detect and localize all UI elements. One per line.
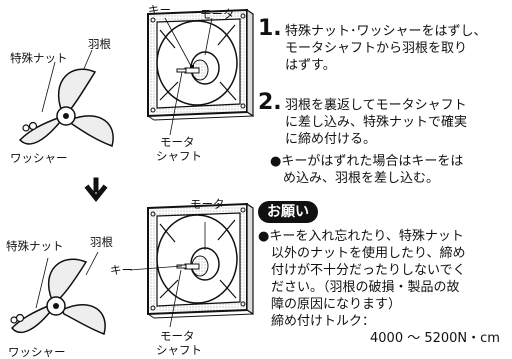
label-key-top: キー — [148, 3, 171, 17]
nut-washer-bottom — [10, 313, 25, 324]
request-line-6: 締め付けトルク： — [258, 314, 376, 329]
step-2-note-line-2: め込み、羽根を差し込む。 — [270, 171, 440, 186]
step-2-text: 羽根を裏返してモータシャフト に差し込み、特殊ナットで確実 に締め付ける。 — [285, 97, 512, 148]
label-motor-shaft-top-1: モータ — [160, 135, 195, 149]
request-line-5: 障の原因になります） — [258, 297, 402, 312]
label-motor-shaft-top-2: シャフト — [156, 149, 202, 163]
label-blade-top: 羽根 — [88, 37, 111, 51]
step-1-text: 特殊ナット･ワッシャーをはずし、 モータシャフトから羽根を取り はずす。 — [285, 23, 512, 74]
step-2-note: ●キーがはずれた場合はキーをは め込み、羽根を差し込む。 — [270, 153, 512, 187]
request-line-3: 付けが不十分だったりしないでく — [258, 263, 466, 278]
label-washer-bottom: ワッシャー — [8, 345, 66, 359]
step-1-line-2: モータシャフトから羽根を取り — [285, 41, 468, 56]
motor-top — [176, 51, 220, 85]
step-2-number: 2. — [258, 90, 282, 115]
step-2-line-2: に差し込み、特殊ナットで確実 — [285, 115, 468, 130]
step-2-note-line-1: ●キーがはずれた場合はキーをは — [270, 154, 464, 169]
step-1-number: 1. — [258, 16, 282, 41]
fan-blade-bottom — [10, 258, 106, 335]
label-motor-bottom: モータ — [190, 197, 225, 211]
label-blade-bottom: 羽根 — [90, 235, 113, 249]
label-motor-shaft-bottom-2: シャフト — [156, 343, 202, 357]
label-motor-shaft-bottom-1: モータ — [160, 329, 195, 343]
label-special-nut-bottom: 特殊ナット — [6, 239, 64, 253]
request-line-1: ●キーを入れ忘れたり、特殊ナット — [258, 229, 464, 244]
label-key-bottom: キー — [110, 263, 133, 277]
label-motor-top: モータ — [200, 7, 235, 21]
request-text: ●キーを入れ忘れたり、特殊ナット 以外のナットを使用したり、締め 付けが不十分だ… — [258, 228, 512, 347]
step-1-line-1: 特殊ナット･ワッシャーをはずし、 — [285, 24, 487, 39]
request-line-2: 以外のナットを使用したり、締め — [258, 246, 466, 261]
request-heading: お願い — [258, 201, 318, 223]
leader-lines-bottom — [35, 222, 206, 328]
step-2-line-3: に締め付ける。 — [285, 132, 377, 147]
nut-washer-top — [22, 121, 38, 132]
request-line-4: ださい。（羽根の破損・製品の故 — [258, 280, 460, 295]
step-1-line-3: はずす。 — [285, 58, 336, 73]
step-2-line-1: 羽根を裏返してモータシャフト — [285, 98, 467, 113]
request-torque-value: 4000 ～ 5200N・cm — [370, 331, 500, 346]
fan-blade-top — [18, 68, 114, 147]
down-arrow — [84, 177, 108, 203]
label-washer-top: ワッシャー — [10, 151, 68, 165]
label-special-nut-top: 特殊ナット — [10, 51, 68, 65]
